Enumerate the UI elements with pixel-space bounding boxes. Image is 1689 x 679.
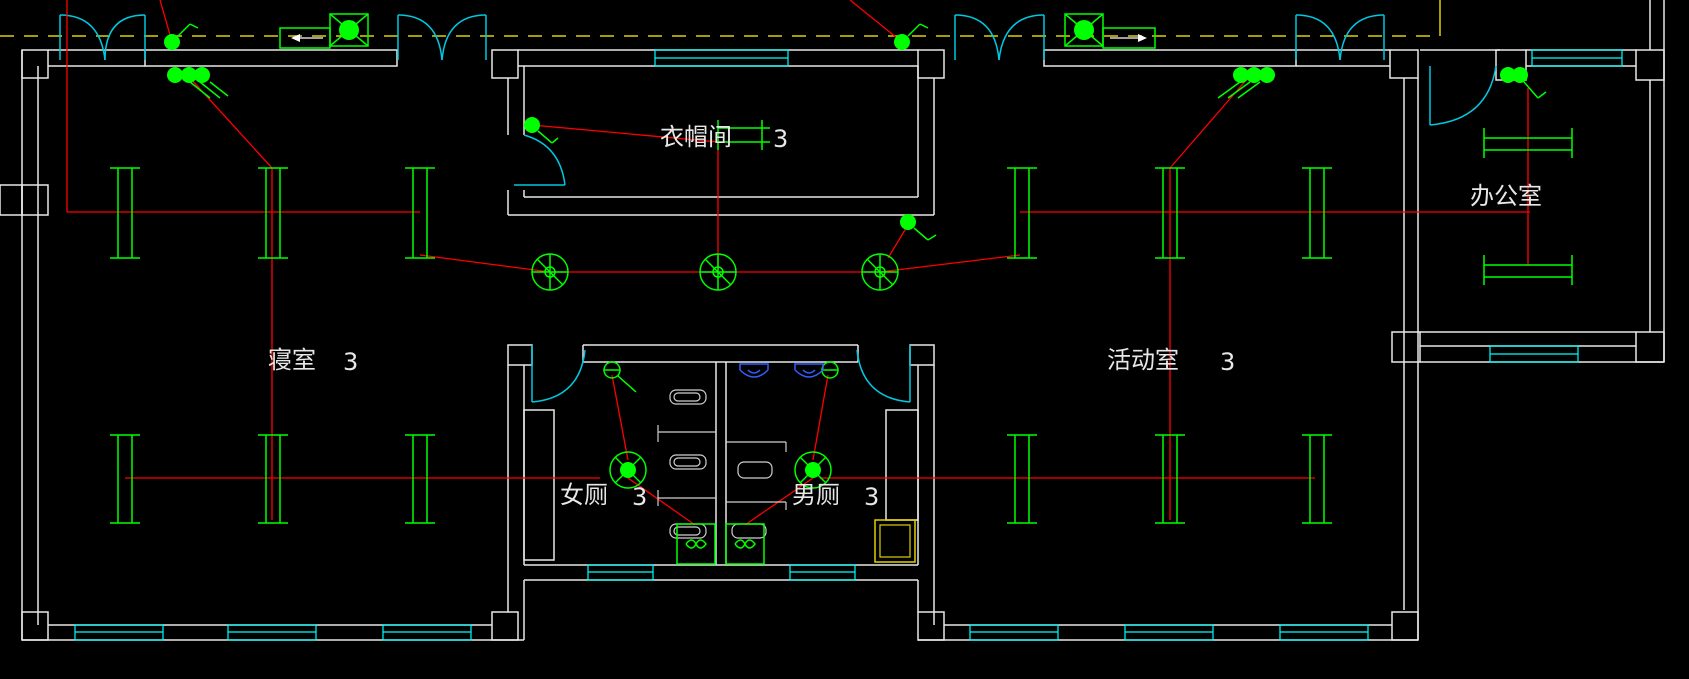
ceiling-fan-2 <box>699 253 737 291</box>
ceiling-lamp-womens-wc <box>609 451 647 489</box>
ceiling-fan-3 <box>861 253 899 291</box>
doors <box>59 14 1497 403</box>
mens-wc-count: 3 <box>864 483 879 511</box>
lamp-activity-5 <box>1155 434 1185 524</box>
activity-room-label: 活动室 <box>1107 346 1179 374</box>
cloakroom-count: 3 <box>773 125 788 153</box>
switches <box>164 23 1547 393</box>
sanitary-fixtures <box>657 363 916 565</box>
lamps <box>110 120 1573 524</box>
lamp-bedroom-6 <box>405 434 435 524</box>
lamp-activity-1 <box>1007 167 1037 259</box>
lamp-cloakroom <box>717 120 770 150</box>
lamp-bedroom-1 <box>110 167 140 259</box>
activity-room-count: 3 <box>1220 348 1235 376</box>
walls <box>0 0 1665 641</box>
bedroom-count: 3 <box>343 348 358 376</box>
mens-wc-label: 男厕 <box>792 481 840 509</box>
lamp-bedroom-5 <box>258 434 288 524</box>
lamp-office-1 <box>1483 128 1573 158</box>
lamp-activity-3 <box>1302 167 1332 259</box>
office-label: 办公室 <box>1470 182 1542 210</box>
lamp-bedroom-4 <box>110 434 140 524</box>
fan-units <box>279 13 1156 49</box>
womens-wc-label: 女厕 <box>560 481 608 509</box>
lamp-office-2 <box>1483 255 1573 285</box>
lamp-bedroom-3 <box>405 167 435 259</box>
lamp-activity-6 <box>1302 434 1332 524</box>
ceiling-fan-1 <box>531 253 569 291</box>
womens-wc-count: 3 <box>632 483 647 511</box>
ceiling-fans <box>531 253 899 489</box>
bedroom-label: 寝室 <box>268 346 316 374</box>
windows <box>74 49 1623 641</box>
cloakroom-label: 衣帽间 <box>660 123 732 151</box>
lamp-bedroom-2 <box>258 167 288 259</box>
lamp-activity-4 <box>1007 434 1037 524</box>
lamp-activity-2 <box>1155 167 1185 259</box>
ceiling-lamp-mens-wc <box>794 451 832 489</box>
